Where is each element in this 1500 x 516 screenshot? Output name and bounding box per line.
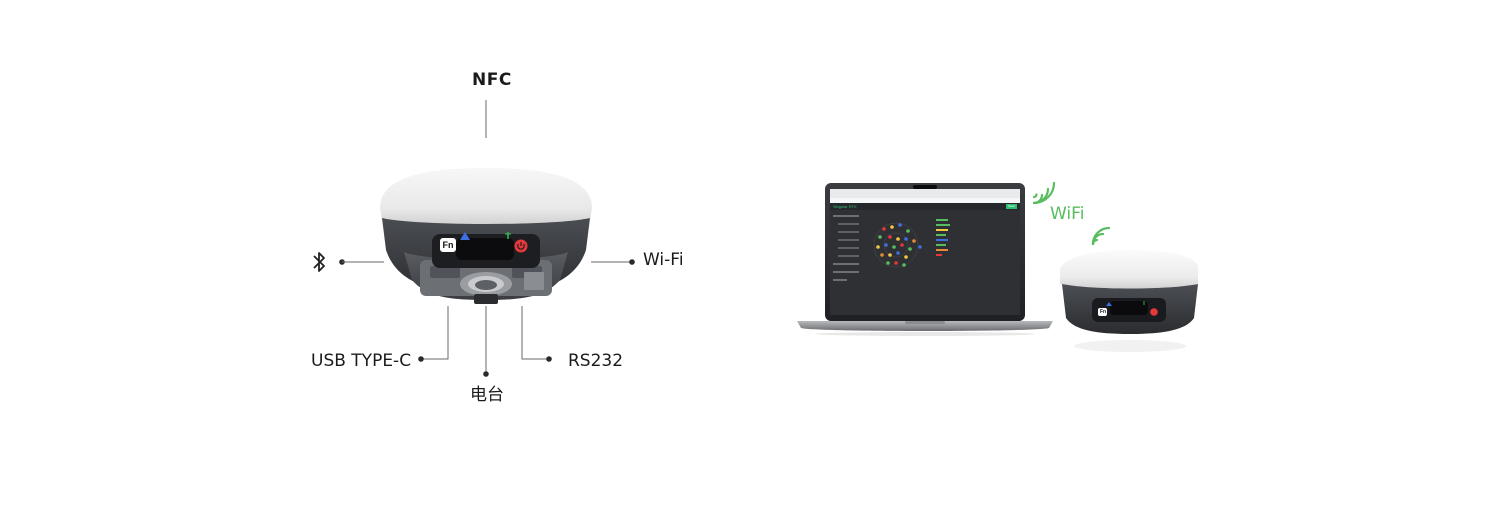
sidebar-item[interactable] xyxy=(838,255,859,257)
wifi-waves-icon xyxy=(1032,181,1056,205)
legend-item xyxy=(936,219,948,221)
satellite-icon xyxy=(460,232,470,240)
browser-bar xyxy=(830,189,1020,198)
app-header: Singular RTK Save xyxy=(830,203,1020,210)
legend-item xyxy=(936,244,946,246)
gnss-receiver-small xyxy=(1060,250,1199,352)
browser-url-bar xyxy=(830,198,1020,203)
sidebar-item[interactable] xyxy=(838,239,859,241)
fn-label: Fn xyxy=(442,240,454,250)
legend-item xyxy=(936,249,948,251)
gnss-receiver xyxy=(380,168,592,304)
usb-type-c-label: USB TYPE-C xyxy=(311,351,412,371)
app-title: Singular RTK xyxy=(833,204,857,209)
bluetooth-icon xyxy=(313,252,325,272)
skyplot xyxy=(873,222,922,268)
app-screen: Singular RTK Save xyxy=(830,189,1020,315)
sidebar-item[interactable] xyxy=(833,263,859,265)
sidebar-item[interactable] xyxy=(833,215,859,217)
skyplot-legend xyxy=(936,219,956,256)
sidebar-item[interactable] xyxy=(838,231,859,233)
radio-label: 电台 xyxy=(470,385,504,405)
legend-item xyxy=(936,234,946,236)
app-sidebar xyxy=(833,215,859,281)
sidebar-item[interactable] xyxy=(833,279,847,281)
callout-lines xyxy=(339,100,635,377)
legend-item xyxy=(936,229,948,231)
sidebar-item[interactable] xyxy=(833,271,859,273)
wifi-label: Wi-Fi xyxy=(643,250,684,270)
laptop: Singular RTK Save xyxy=(797,183,1053,337)
sidebar-item[interactable] xyxy=(838,223,859,225)
signal-icon xyxy=(505,232,511,239)
nfc-label: NFC xyxy=(472,70,512,90)
legend-item xyxy=(936,254,942,256)
legend-item xyxy=(936,239,948,241)
wifi-link-label: WiFi xyxy=(1050,204,1085,224)
receiver-diagram: Fn NFC Wi-Fi USB TYPE-C 电台 RS232 xyxy=(300,60,720,420)
wifi-waves-icon xyxy=(1091,226,1111,246)
fn-button: Fn xyxy=(440,238,456,252)
rs232-label: RS232 xyxy=(568,351,624,371)
fn-button-small: Fn xyxy=(1099,309,1107,316)
legend-item xyxy=(936,224,950,226)
app-save-button[interactable]: Save xyxy=(1006,204,1017,209)
sidebar-item[interactable] xyxy=(838,247,859,249)
power-icon xyxy=(514,239,528,253)
fn-label-small: Fn xyxy=(1099,309,1107,315)
